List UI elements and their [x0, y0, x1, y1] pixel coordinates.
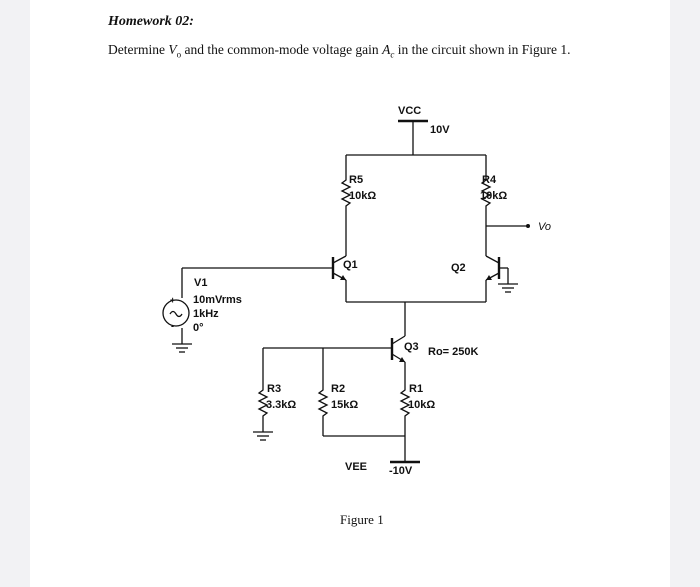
ac-subscript: c [390, 49, 395, 60]
v1-phase: 0° [193, 322, 204, 334]
vee-label: VEE [345, 461, 367, 473]
q2-transistor [485, 255, 501, 281]
vo-label: Vo [538, 221, 551, 233]
r3-resistor [257, 382, 269, 422]
q2-base-ground-icon [498, 268, 518, 293]
r3-name: R3 [267, 383, 281, 395]
problem-text-part1: Determine [108, 42, 169, 57]
ac-source-icon: + - [162, 295, 190, 331]
r5-value: 10kΩ [349, 190, 376, 202]
vcc-value: 10V [430, 124, 450, 136]
ac-symbol: A [382, 42, 391, 57]
r1-resistor [399, 382, 411, 422]
ro-label: Ro= 250K [428, 346, 478, 358]
vcc-rail [345, 119, 487, 172]
r2-resistor [317, 382, 329, 422]
r4-name: R4 [482, 174, 497, 186]
r5-resistor [340, 172, 352, 212]
problem-text-part3: in the circuit shown in Figure 1. [394, 42, 571, 57]
vee-value: -10V [389, 465, 413, 477]
r2-value: 15kΩ [331, 399, 358, 411]
svg-text:-: - [171, 321, 174, 331]
r4-value: 10kΩ [480, 190, 507, 202]
q1-label: Q1 [343, 259, 358, 271]
v1-name: V1 [194, 277, 207, 289]
r2-name: R2 [331, 383, 345, 395]
r4-resistor [480, 172, 492, 212]
vo-terminal [526, 224, 530, 228]
r5-name: R5 [349, 174, 363, 186]
problem-text-part2: and the common-mode voltage gain [181, 42, 383, 57]
q3-transistor [390, 335, 406, 363]
figure-caption: Figure 1 [340, 512, 384, 527]
q2-label: Q2 [451, 262, 466, 274]
v1-ground-icon [172, 343, 192, 353]
r3-value: 3.3kΩ [266, 399, 296, 411]
vo-symbol: V [168, 42, 177, 57]
vcc-label: VCC [398, 105, 421, 117]
svg-text:+: + [170, 295, 175, 305]
v1-amplitude: 10mVrms [193, 294, 242, 306]
r1-value: 10kΩ [408, 399, 435, 411]
v1-frequency: 1kHz [193, 308, 219, 320]
homework-title: Homework 02: [108, 14, 194, 29]
document-page [30, 0, 670, 587]
r1-name: R1 [409, 383, 423, 395]
r3-ground-icon [253, 431, 273, 441]
vo-subscript: o [176, 49, 182, 60]
problem-statement: Determine Vo and the common-mode voltage… [108, 42, 571, 60]
q3-label: Q3 [404, 341, 419, 353]
